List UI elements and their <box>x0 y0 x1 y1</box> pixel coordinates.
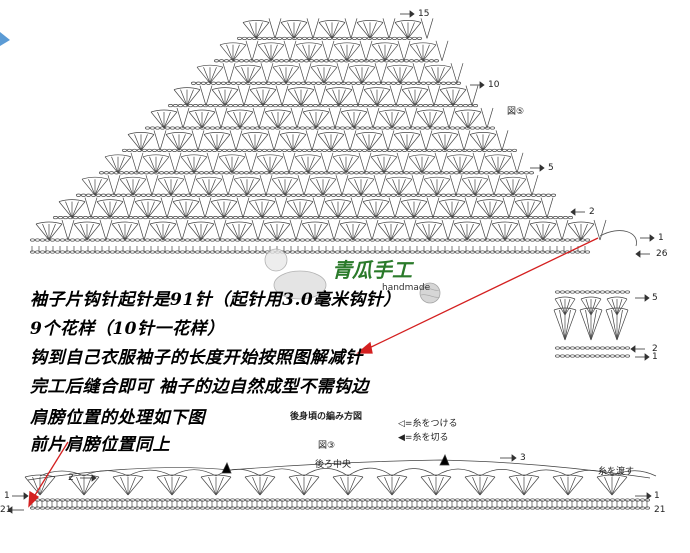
figure-label-5: 図⑤ <box>507 107 525 117</box>
red-annotation-arrows <box>28 237 599 508</box>
legend-attach-symbol: ◁ <box>398 419 405 429</box>
chart-b-row-3-right: 3 <box>520 453 526 463</box>
chart-b-row-1-right: 1 <box>654 491 660 501</box>
row-label-2: 2 <box>589 207 595 217</box>
small-row-label-1: 1 <box>652 352 658 362</box>
chart-b-row-21: 21 <box>0 505 12 515</box>
corner-decoration <box>0 32 10 46</box>
small-row-label-5: 5 <box>652 293 658 303</box>
legend-attach: ◁=糸をつける <box>398 416 457 429</box>
watermark-brand: 青瓜手工 <box>332 258 412 282</box>
row-label-1: 1 <box>658 233 664 243</box>
note-line-2: 9个花样（10针一花样） <box>30 319 225 339</box>
back-yoke-stitch-chart <box>24 459 657 510</box>
note-line-5: 肩膀位置的处理如下图 <box>30 408 205 428</box>
legend-cut-text: =糸を切る <box>404 433 449 443</box>
chart-b-center-label: 後ろ中央 <box>315 460 352 470</box>
watermark-logo <box>264 248 441 304</box>
chart-b-title: 後身頃の編み方図 <box>290 412 363 422</box>
watermark-sub: handmade <box>382 283 431 293</box>
row-label-10: 10 <box>488 80 500 90</box>
legend-attach-text: =糸をつける <box>404 419 458 429</box>
small-row-label-2: 2 <box>652 344 658 354</box>
row-label-5: 5 <box>548 163 554 173</box>
note-line-1: 袖子片钩针起针是91针（起针用3.0毫米钩针） <box>30 290 401 310</box>
row-label-15: 15 <box>418 9 430 19</box>
chart-a-row-markers <box>7 10 655 514</box>
note-line-6: 前片肩膀位置同上 <box>30 435 170 455</box>
chart-b-row-21-right: 21 <box>654 505 666 515</box>
note-line-3: 钩到自己衣服袖子的长度开始按照图解减针 <box>30 348 363 368</box>
legend-cut: ◀=糸を切る <box>398 430 448 443</box>
pass-yarn-label: 糸を渡す <box>598 467 635 477</box>
side-stitch-chart <box>553 290 631 358</box>
join-curve <box>599 230 637 247</box>
chart-b-figure-label: 図③ <box>318 441 336 451</box>
row-label-26: 26 <box>656 249 668 259</box>
mascot-head <box>264 248 288 272</box>
legend-cut-symbol: ◀ <box>398 433 405 443</box>
chart-b-row-2: 2 <box>68 473 74 483</box>
sleeve-stitch-chart <box>29 18 607 254</box>
yarn-ball-icon <box>419 282 441 304</box>
note-line-4: 完工后缝合即可 袖子的边自然成型不需钩边 <box>30 377 369 397</box>
mascot-body <box>273 270 327 300</box>
chart-b-row-1: 1 <box>4 491 10 501</box>
